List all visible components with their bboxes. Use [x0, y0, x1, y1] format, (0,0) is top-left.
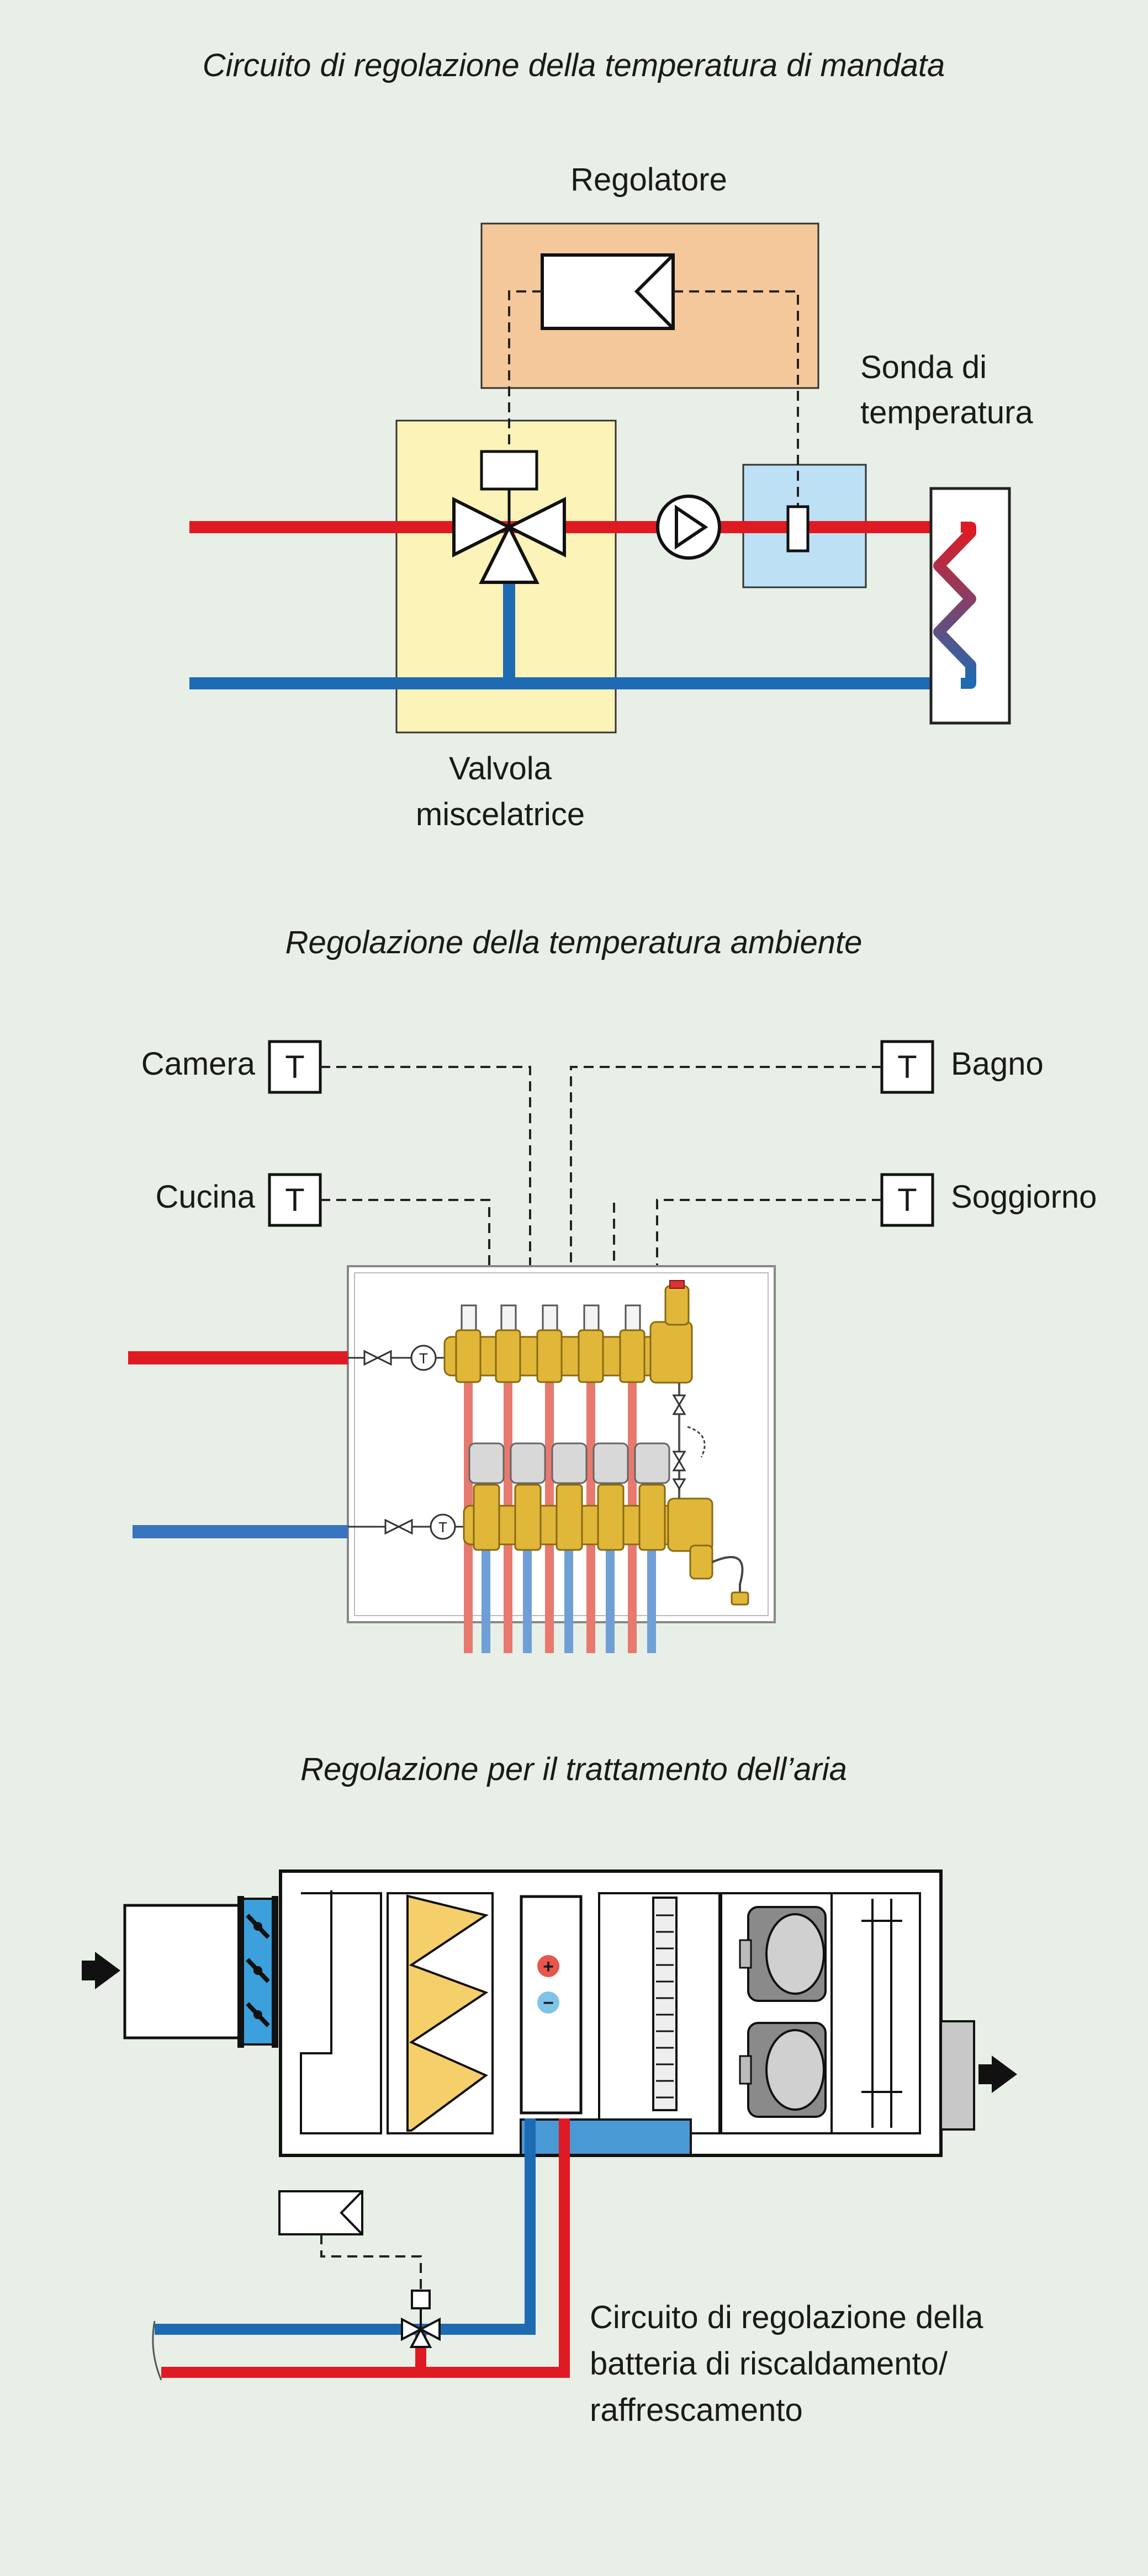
heating-cooling-coil: + −	[520, 1895, 583, 2115]
minus-symbol: −	[543, 1993, 554, 2014]
fan-icon	[720, 1892, 833, 2134]
valve-label-line1: Valvola	[449, 751, 552, 787]
control-line-sensor	[673, 290, 799, 507]
coil-supply-pipe	[161, 2118, 570, 2378]
mixing-chamber	[300, 1890, 382, 2134]
room-label-bagno: Bagno	[951, 1046, 1044, 1082]
three-way-valve-icon	[401, 2290, 441, 2348]
arrow-icon	[82, 1952, 120, 1989]
outlet-section	[830, 1892, 921, 2134]
supply-manifold	[443, 1280, 693, 1384]
actuator-heads	[468, 1442, 670, 1484]
arrow-icon	[978, 2056, 1017, 2093]
signal-line-camera	[320, 1066, 531, 1325]
section-air-handling: Regolazione per il trattamento dell’aria	[82, 1751, 1017, 2428]
filter	[387, 1892, 494, 2134]
three-way-valve-icon	[452, 450, 566, 584]
thermostat-cucina: Cucina T	[155, 1173, 322, 1227]
thermostat-camera: Camera T	[141, 1040, 322, 1094]
room-label-soggiorno: Soggiorno	[951, 1179, 1097, 1215]
gauge-symbol: T	[419, 1350, 428, 1367]
control-line-coil	[320, 2234, 422, 2290]
controller-label: Regolatore	[570, 162, 727, 198]
coil-label-line1: Circuito di regolazione della	[590, 2299, 983, 2335]
thermostat-bagno: T Bagno	[880, 1040, 1044, 1094]
section-supply-temperature-circuit: Circuito di regolazione della temperatur…	[189, 47, 1033, 832]
plus-icon	[537, 1955, 559, 1977]
ball-valve-icon: T	[348, 1345, 447, 1371]
coil-header	[520, 2118, 692, 2156]
thermostat-soggiorno: T Soggiorno	[880, 1173, 1097, 1227]
thermostat-symbol: T	[285, 1182, 304, 1218]
coil-return-pipe	[155, 2118, 536, 2335]
damper-blades	[246, 1914, 270, 2027]
plus-symbol: +	[543, 1956, 554, 1977]
thermostat-symbol: T	[285, 1049, 304, 1085]
room-label-cucina: Cucina	[155, 1179, 255, 1215]
section3-title: Regolazione per il trattamento dell’aria	[300, 1751, 847, 1787]
section1-title: Circuito di regolazione della temperatur…	[203, 47, 945, 83]
gauge-symbol: T	[438, 1519, 447, 1536]
sensor-label-line1: Sonda di	[860, 349, 987, 385]
thermostat-symbol: T	[897, 1182, 917, 1218]
pipe-break	[152, 2320, 162, 2381]
signal-line-cucina	[320, 1199, 490, 1325]
sensor-label-line2: temperatura	[860, 395, 1033, 431]
coil-label-line2: batteria di riscaldamento/	[590, 2346, 948, 2382]
droplet-separator	[598, 1892, 721, 2134]
ball-valve-icon: T	[348, 1513, 467, 1540]
minus-icon	[537, 1991, 559, 2014]
section-room-temperature: Regolazione della temperatura ambiente C…	[128, 925, 1097, 1653]
signal-line-bagno	[570, 1066, 882, 1325]
controller-icon	[278, 2190, 363, 2235]
outlet-connector	[940, 2020, 975, 2131]
thermostat-symbol: T	[897, 1049, 917, 1085]
radiator-coil-icon	[929, 487, 1011, 725]
room-label-camera: Camera	[141, 1046, 256, 1082]
inlet-box	[123, 1904, 242, 2039]
bypass-valve-icon	[672, 1383, 706, 1499]
coil-label-line3: raffrescamento	[590, 2392, 803, 2428]
control-line-valve	[508, 290, 542, 452]
valve-label-line2: miscelatrice	[416, 796, 585, 832]
pump-icon	[656, 495, 721, 560]
thermometer-icon	[786, 505, 810, 553]
section2-title: Regolazione della temperatura ambiente	[285, 925, 863, 960]
return-manifold	[463, 1484, 749, 1606]
controller-icon	[541, 253, 675, 330]
